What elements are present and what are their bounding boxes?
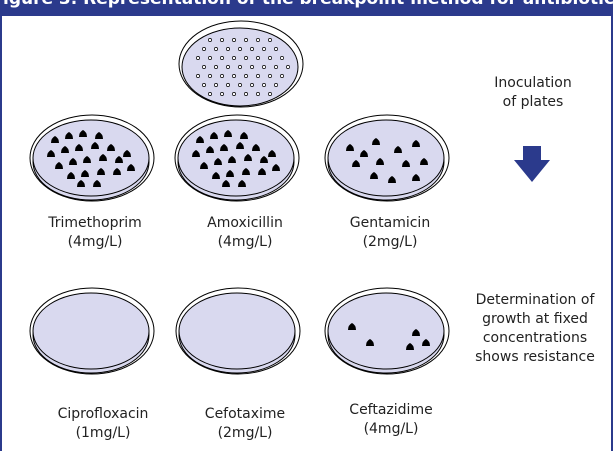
inoculum-plate — [179, 21, 303, 107]
label-amoxicillin: Amoxicillin (4mg/L) — [195, 214, 295, 252]
plate-ceftazidime-agar — [328, 293, 444, 369]
inoculum-dot — [208, 38, 211, 41]
plate-cefotaxime — [176, 288, 300, 374]
plate-ceftazidime — [325, 288, 449, 374]
plate-name: Trimethoprim — [40, 214, 150, 233]
plate-name: Cefotaxime — [190, 405, 300, 424]
inoculum-dot — [214, 47, 217, 50]
inoculum-dot — [232, 38, 235, 41]
inoculum-dot — [274, 83, 277, 86]
inoculum-dot — [262, 83, 265, 86]
inoculum-dot — [262, 47, 265, 50]
inoculum-dot — [274, 65, 277, 68]
plate-gentamicin — [325, 115, 449, 201]
inoculum-dot — [232, 56, 235, 59]
inoculum-dot — [238, 83, 241, 86]
inoculum-dot — [202, 83, 205, 86]
inoculum-dot — [220, 56, 223, 59]
inoculum-dot — [250, 47, 253, 50]
inoculum-dot — [214, 83, 217, 86]
label-ciprofloxacin: Ciprofloxacin (1mg/L) — [48, 405, 158, 443]
inoculum-dot — [208, 74, 211, 77]
inoculum-dot — [208, 92, 211, 95]
plate-amoxicillin — [175, 115, 299, 201]
plate-name: Ceftazidime — [336, 401, 446, 420]
plate-concentration: (4mg/L) — [40, 233, 150, 252]
inoculum-dot — [268, 56, 271, 59]
plate-concentration: (4mg/L) — [336, 420, 446, 439]
plate-name: Ciprofloxacin — [48, 405, 158, 424]
inoculum-dot — [220, 38, 223, 41]
plate-ciprofloxacin-agar — [33, 293, 149, 369]
inoculum-dot — [220, 92, 223, 95]
inoculum-dot — [280, 56, 283, 59]
label-ceftazidime: Ceftazidime (4mg/L) — [336, 401, 446, 439]
inoculation-note: Inoculation of plates — [487, 74, 579, 112]
inoculum-dot — [256, 56, 259, 59]
plate-name: Amoxicillin — [195, 214, 295, 233]
label-cefotaxime: Cefotaxime (2mg/L) — [190, 405, 300, 443]
inoculum-dot — [226, 47, 229, 50]
inoculum-dot — [196, 56, 199, 59]
inoculum-dot — [256, 38, 259, 41]
down-arrow-icon — [514, 146, 550, 182]
plate-trimethoprim — [30, 115, 154, 201]
inoculum-dot — [214, 65, 217, 68]
plate-concentration: (2mg/L) — [190, 424, 300, 443]
inoculum-dot — [232, 92, 235, 95]
inoculum-dot — [286, 65, 289, 68]
inoculum-dot — [202, 65, 205, 68]
inoculum-dot — [244, 38, 247, 41]
inoculum-dot — [268, 38, 271, 41]
inoculum-dot — [250, 65, 253, 68]
inoculum-dot — [244, 92, 247, 95]
plate-trimethoprim-agar — [33, 120, 149, 196]
inoculum-dot — [196, 74, 199, 77]
inoculum-dot — [262, 65, 265, 68]
label-gentamicin: Gentamicin (2mg/L) — [340, 214, 440, 252]
inoculum-dot — [238, 47, 241, 50]
inoculum-dot — [250, 83, 253, 86]
inoculum-dot — [268, 74, 271, 77]
plate-concentration: (4mg/L) — [195, 233, 295, 252]
inoculum-dot — [280, 74, 283, 77]
determination-note: Determination of growth at fixed concent… — [466, 291, 604, 367]
plate-ciprofloxacin — [30, 288, 154, 374]
inoculum-dot — [226, 83, 229, 86]
plate-name: Gentamicin — [340, 214, 440, 233]
inoculum-dot — [268, 92, 271, 95]
plate-concentration: (1mg/L) — [48, 424, 158, 443]
inoculum-dot — [238, 65, 241, 68]
inoculum-dot — [208, 56, 211, 59]
plate-cefotaxime-agar — [179, 293, 295, 369]
inoculum-dot — [232, 74, 235, 77]
inoculum-dot — [256, 92, 259, 95]
plate-amoxicillin-agar — [178, 120, 294, 196]
plate-concentration: (2mg/L) — [340, 233, 440, 252]
inoculum-dot — [226, 65, 229, 68]
inoculum-dot — [256, 74, 259, 77]
inoculum-dot — [220, 74, 223, 77]
label-trimethoprim: Trimethoprim (4mg/L) — [40, 214, 150, 252]
inoculum-dot — [244, 56, 247, 59]
inoculum-dot — [274, 47, 277, 50]
plate-gentamicin-agar — [328, 120, 444, 196]
inoculum-dot — [202, 47, 205, 50]
inoculum-dot — [244, 74, 247, 77]
